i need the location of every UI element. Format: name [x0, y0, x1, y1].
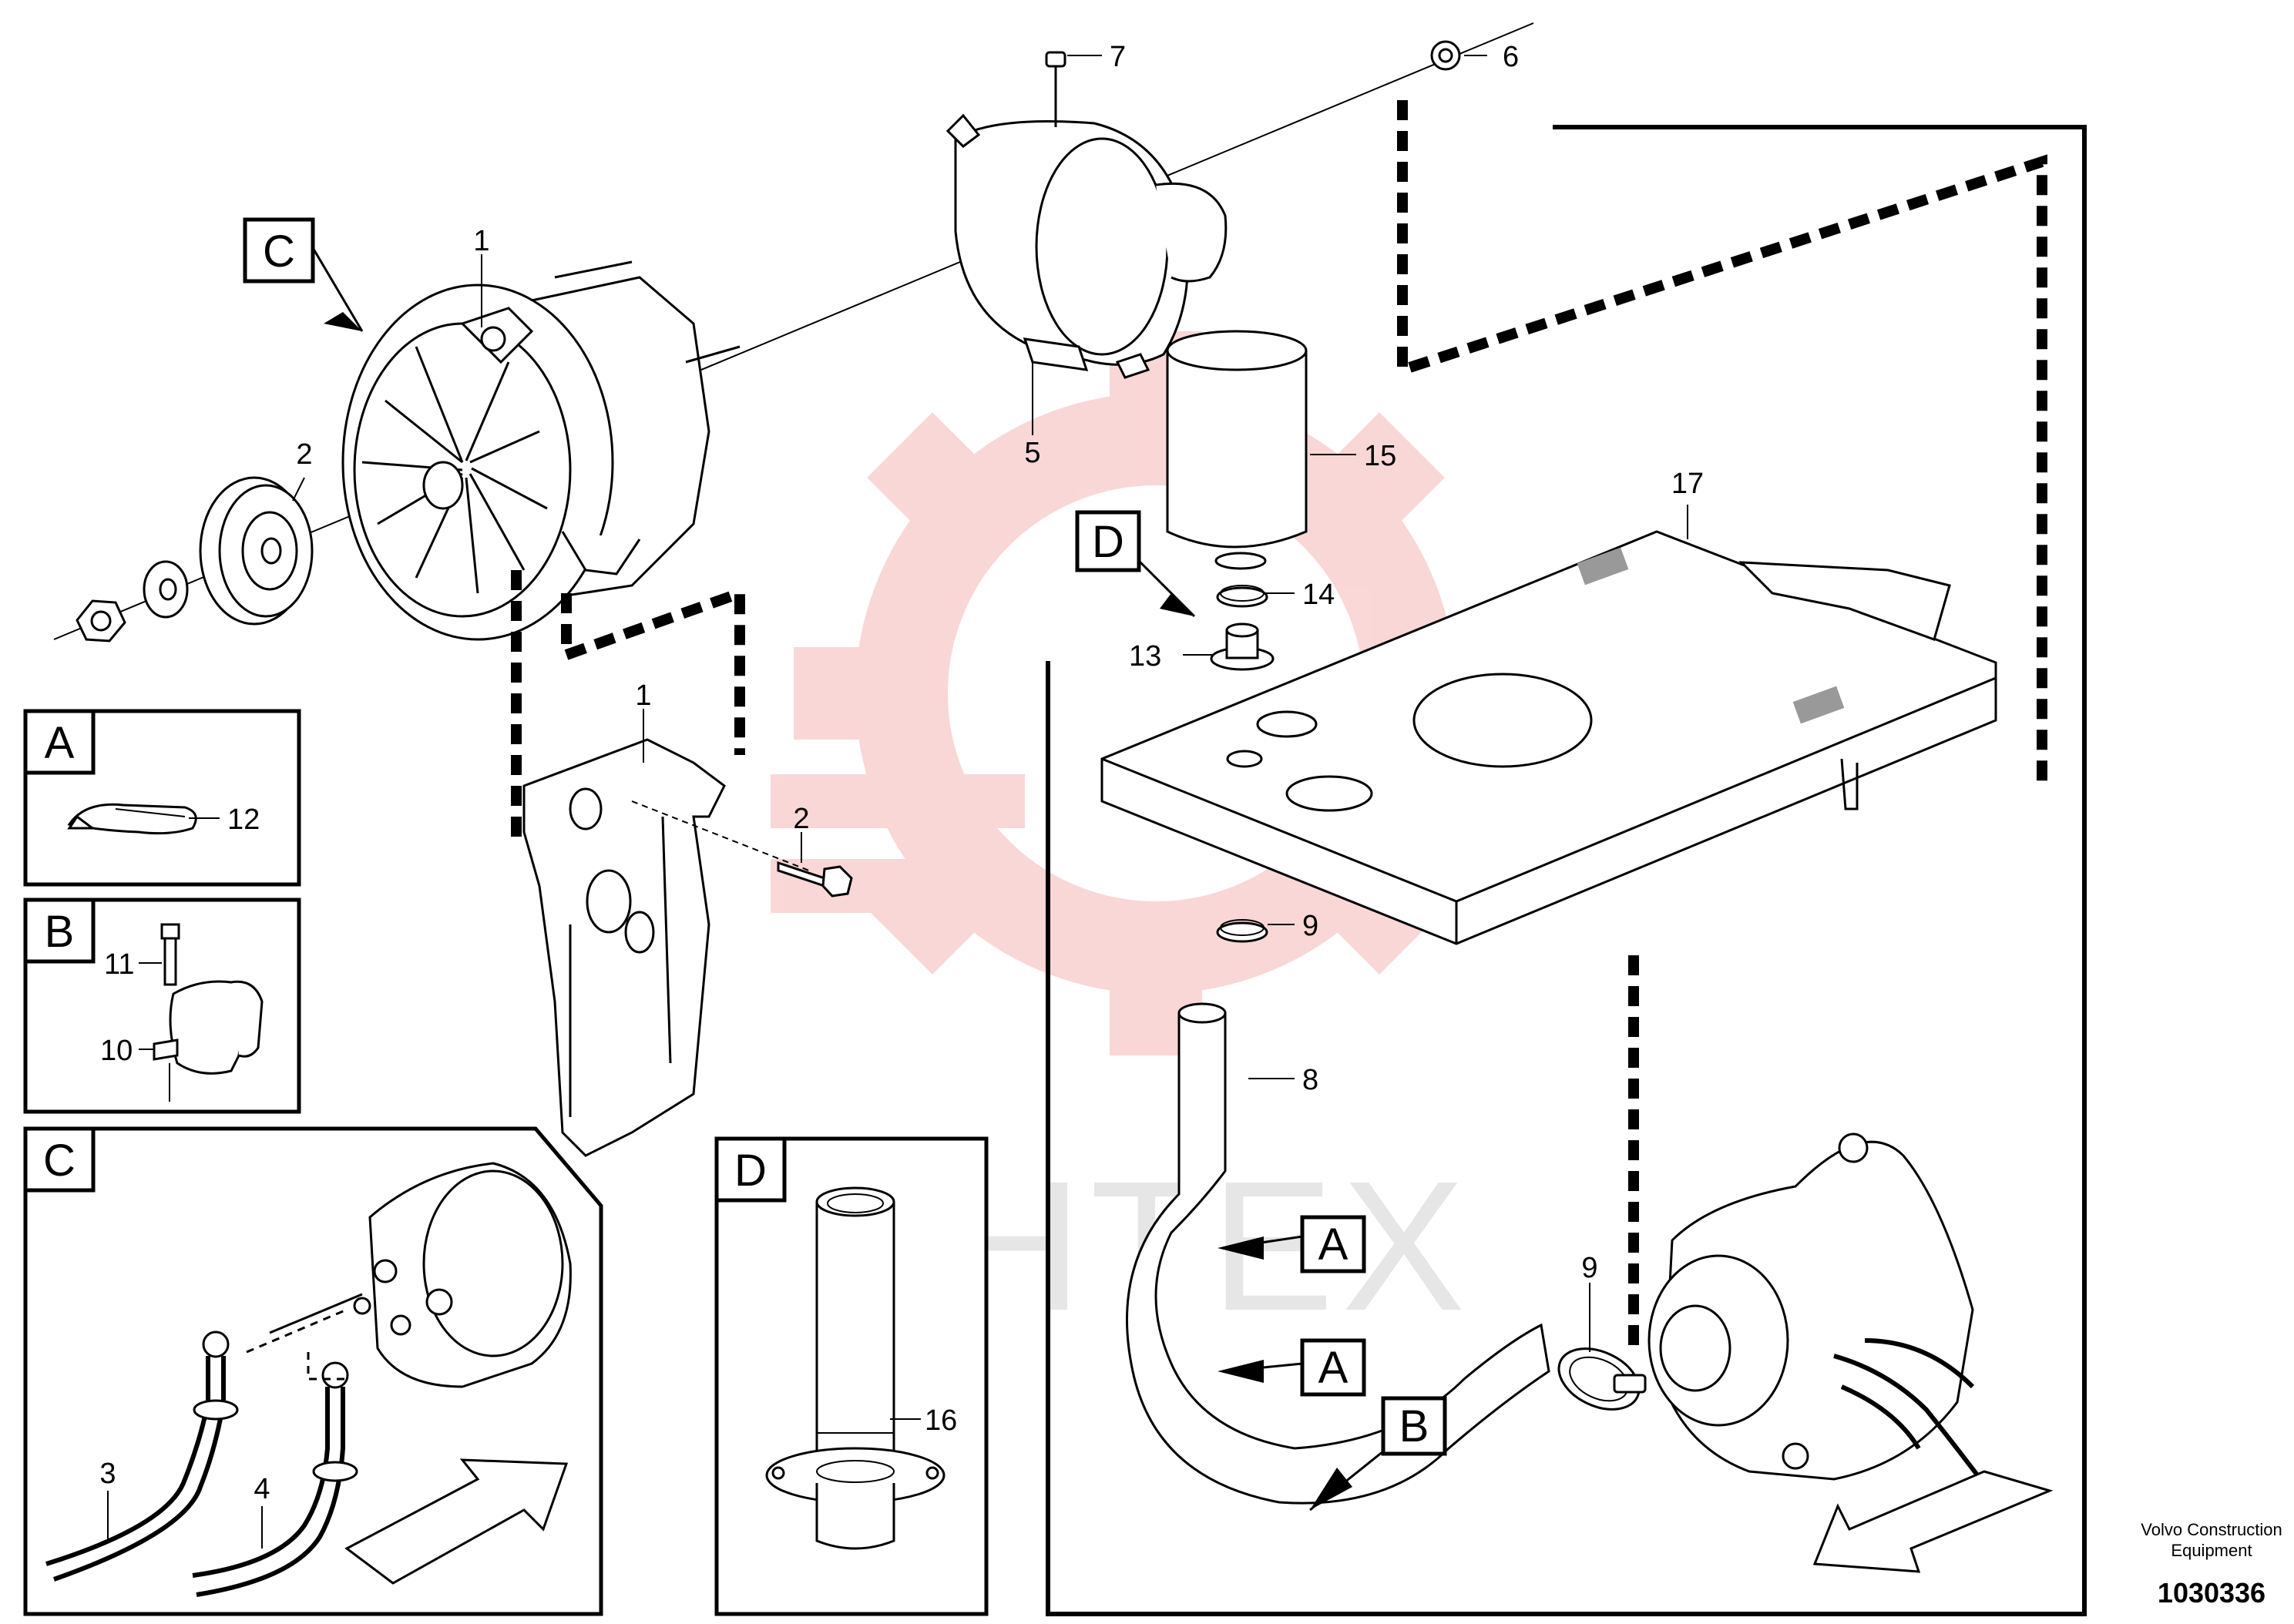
callout-2b: 2 — [793, 803, 809, 835]
callout-numbers: 1 2 1 2 5 6 7 15 14 13 17 9 8 9 — [296, 41, 1704, 1284]
bolt — [777, 861, 853, 898]
callout-9b: 9 — [1581, 1252, 1597, 1284]
detail-panel-c: C 3 4 — [23, 1126, 603, 1616]
hose-clamp — [1557, 1347, 1647, 1411]
detail-panel-a: A 12 — [23, 709, 301, 887]
detail-panel-b: B 11 10 — [23, 898, 301, 1114]
company-name-line2: Equipment — [2171, 1541, 2252, 1560]
callout-3: 3 — [99, 1458, 116, 1490]
figure-number: 1030336 — [2158, 1577, 2265, 1609]
svg-text:C: C — [43, 1136, 76, 1186]
company-name-line1: Volvo Construction — [2141, 1520, 2282, 1539]
washer — [143, 560, 189, 619]
callout-17: 17 — [1671, 468, 1704, 500]
pulley — [199, 476, 314, 626]
callout-15: 15 — [1364, 440, 1396, 472]
cap — [1045, 51, 1066, 127]
direction-arrow-c — [344, 1458, 569, 1585]
callout-2: 2 — [296, 438, 312, 471]
footer: Volvo Construction Equipment 1030336 — [2141, 1520, 2282, 1609]
callout-7: 7 — [1110, 41, 1126, 73]
screw — [160, 923, 180, 986]
svg-text:B: B — [1399, 1401, 1429, 1451]
air-filter — [1166, 330, 1308, 570]
clamp-upper — [1216, 585, 1268, 608]
letter-box-c-main: C — [243, 217, 315, 284]
letter-box-a-hose-2: A — [1300, 1338, 1366, 1397]
leader-dashes — [511, 100, 2047, 1356]
svg-text:A: A — [45, 718, 75, 768]
callout-14: 14 — [1302, 579, 1335, 611]
svg-text:B: B — [45, 907, 75, 957]
nut — [76, 599, 126, 643]
callout-5: 5 — [1024, 437, 1040, 469]
callout-1b: 1 — [635, 679, 651, 712]
fan-housing — [945, 113, 1228, 379]
grommet — [1430, 40, 1461, 71]
svg-text:C: C — [263, 226, 295, 277]
callout-4: 4 — [254, 1473, 270, 1505]
callout-8: 8 — [1302, 1064, 1318, 1096]
callout-11: 11 — [104, 948, 134, 981]
callout-1: 1 — [473, 225, 489, 257]
direction-arrow-right — [1812, 1470, 2054, 1573]
callout-12: 12 — [227, 804, 260, 836]
alternator-bracket — [522, 738, 810, 1157]
adapter-flange — [1210, 622, 1275, 671]
svg-text:A: A — [1318, 1343, 1349, 1393]
clip-bracket — [153, 980, 264, 1075]
callout-16: 16 — [925, 1404, 957, 1437]
clamp-lower — [1216, 919, 1268, 943]
cable-tie — [67, 803, 197, 835]
letter-box-b-hose: B — [1381, 1396, 1447, 1456]
letter-box-a-hose-1: A — [1300, 1215, 1366, 1273]
callout-6: 6 — [1503, 41, 1519, 73]
callout-10: 10 — [100, 1035, 133, 1067]
letter-box-d-main: D — [1075, 510, 1141, 572]
callout-9: 9 — [1302, 910, 1318, 942]
alternator-rear-view — [353, 1162, 572, 1388]
svg-text:D: D — [734, 1146, 767, 1196]
adapter-tube — [765, 1186, 945, 1550]
cover-plate — [1100, 530, 1997, 945]
svg-text:D: D — [1092, 517, 1124, 567]
detail-panel-d: D 16 — [714, 1136, 989, 1616]
alternator — [341, 260, 741, 641]
svg-text:A: A — [1318, 1220, 1349, 1270]
intake-hose — [1126, 1002, 1550, 1505]
callout-13: 13 — [1129, 640, 1161, 673]
assembly-frame — [1046, 125, 2087, 1616]
alternator-assembled — [1647, 1132, 1983, 1481]
